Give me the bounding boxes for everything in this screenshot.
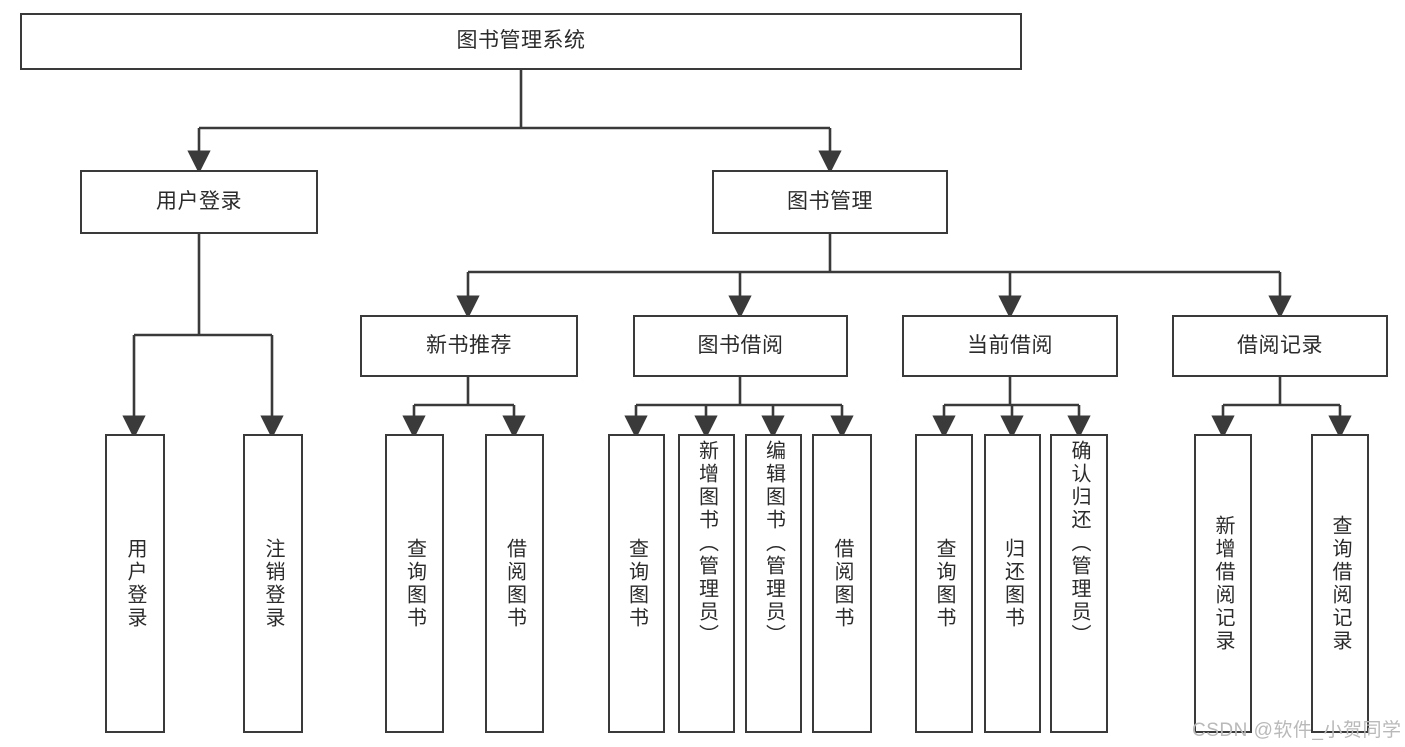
node-current-borrow-label: 当前借阅 bbox=[967, 333, 1053, 357]
node-leaf-query-book-3-label: 查询图书 bbox=[933, 537, 955, 630]
node-leaf-query-book-2-label: 查询图书 bbox=[625, 537, 648, 630]
node-new-book-recommend-label: 新书推荐 bbox=[426, 333, 512, 357]
node-leaf-query-book-1[interactable]: 查询图书 bbox=[385, 434, 444, 733]
node-book-management-label: 图书管理 bbox=[787, 189, 873, 213]
node-leaf-confirm-return-admin[interactable]: 确认归还（管理员） bbox=[1050, 434, 1108, 733]
node-leaf-edit-book-admin[interactable]: 编辑图书（管理员） bbox=[745, 434, 802, 733]
node-leaf-query-book-1-label: 查询图书 bbox=[403, 537, 426, 630]
node-current-borrow[interactable]: 当前借阅 bbox=[902, 315, 1118, 377]
node-leaf-user-login[interactable]: 用户登录 bbox=[105, 434, 165, 733]
node-leaf-add-borrow-record[interactable]: 新增借阅记录 bbox=[1194, 434, 1252, 733]
node-borrow-record-label: 借阅记录 bbox=[1237, 333, 1323, 357]
node-leaf-add-borrow-record-label: 新增借阅记录 bbox=[1212, 514, 1234, 653]
node-leaf-borrow-book-1-label: 借阅图书 bbox=[503, 537, 526, 630]
node-leaf-borrow-book-1[interactable]: 借阅图书 bbox=[485, 434, 544, 733]
node-root[interactable]: 图书管理系统 bbox=[20, 13, 1022, 70]
node-leaf-borrow-book-2-label: 借阅图书 bbox=[831, 537, 853, 630]
node-user-login[interactable]: 用户登录 bbox=[80, 170, 318, 234]
node-leaf-return-book-label: 归还图书 bbox=[1001, 537, 1024, 630]
node-leaf-add-book-admin[interactable]: 新增图书（管理员） bbox=[678, 434, 735, 733]
node-book-borrow-label: 图书借阅 bbox=[697, 333, 784, 357]
node-leaf-user-logout-label: 注销登录 bbox=[262, 537, 284, 630]
node-book-borrow[interactable]: 图书借阅 bbox=[633, 315, 848, 377]
node-leaf-borrow-book-2[interactable]: 借阅图书 bbox=[812, 434, 872, 733]
node-root-label: 图书管理系统 bbox=[456, 29, 586, 53]
node-leaf-query-borrow-record[interactable]: 查询借阅记录 bbox=[1311, 434, 1369, 733]
node-leaf-user-login-label: 用户登录 bbox=[124, 537, 146, 630]
node-leaf-edit-book-admin-label: 编辑图书（管理员） bbox=[762, 440, 785, 647]
node-leaf-return-book[interactable]: 归还图书 bbox=[984, 434, 1041, 733]
node-leaf-query-book-2[interactable]: 查询图书 bbox=[608, 434, 665, 733]
node-new-book-recommend[interactable]: 新书推荐 bbox=[360, 315, 578, 377]
node-book-management[interactable]: 图书管理 bbox=[712, 170, 948, 234]
node-leaf-query-book-3[interactable]: 查询图书 bbox=[915, 434, 973, 733]
node-leaf-add-book-admin-label: 新增图书（管理员） bbox=[695, 440, 718, 647]
node-leaf-query-borrow-record-label: 查询借阅记录 bbox=[1329, 514, 1351, 653]
node-leaf-confirm-return-admin-label: 确认归还（管理员） bbox=[1068, 440, 1090, 647]
csdn-watermark: CSDN @软件_小贺同学 bbox=[1192, 720, 1402, 741]
node-leaf-user-logout[interactable]: 注销登录 bbox=[243, 434, 303, 733]
node-borrow-record[interactable]: 借阅记录 bbox=[1172, 315, 1388, 377]
node-user-login-label: 用户登录 bbox=[156, 189, 242, 213]
